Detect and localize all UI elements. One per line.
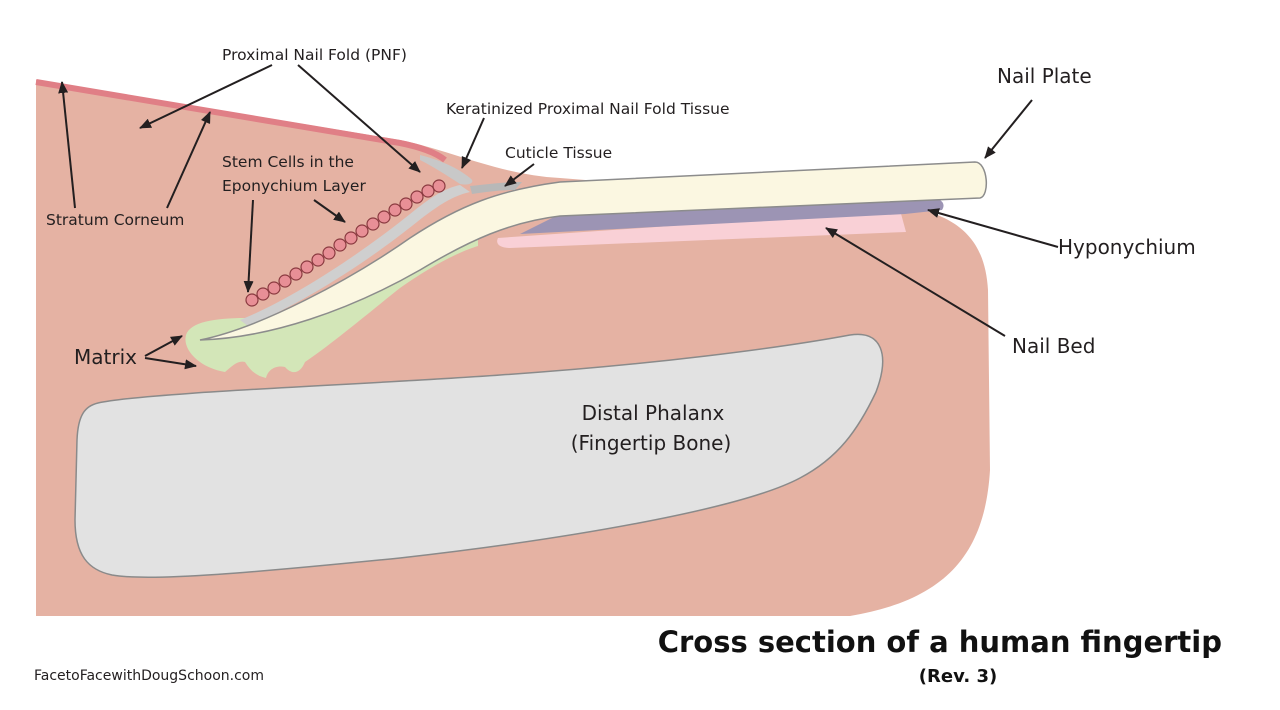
matrix-tissue [185, 215, 478, 378]
nail-bed [497, 210, 906, 248]
label-bone-line2: (Fingertip Bone) [571, 431, 732, 455]
label-keratinized-pnf: Keratinized Proximal Nail Fold Tissue [446, 100, 730, 118]
label-nail-bed: Nail Bed [1012, 334, 1095, 358]
label-proximal-nail-fold: Proximal Nail Fold (PNF) [222, 46, 407, 64]
diagram-revision: (Rev. 3) [919, 666, 997, 687]
label-cuticle: Cuticle Tissue [505, 144, 612, 162]
distal-phalanx-bone [74, 333, 884, 579]
label-nail-plate: Nail Plate [997, 64, 1092, 88]
stem-cells [245, 179, 446, 307]
eponychium-strip [240, 185, 470, 326]
nail-plate [199, 161, 987, 341]
hyponychium-tissue [520, 198, 944, 234]
label-stratum-corneum: Stratum Corneum [46, 211, 184, 229]
keratinized-pnf-tissue [420, 155, 473, 185]
credit-text: FacetoFacewithDougSchoon.com [34, 668, 264, 684]
label-matrix: Matrix [74, 345, 137, 369]
label-stem-cells-line2: Eponychium Layer [222, 177, 366, 195]
label-stem-cells-line1: Stem Cells in the [222, 153, 354, 171]
stratum-corneum-layer [35, 79, 447, 163]
label-arrows [58, 64, 1059, 370]
diagram-title: Cross section of a human fingertip [658, 625, 1222, 659]
label-bone-line1: Distal Phalanx [582, 401, 725, 425]
label-hyponychium: Hyponychium [1058, 235, 1196, 259]
